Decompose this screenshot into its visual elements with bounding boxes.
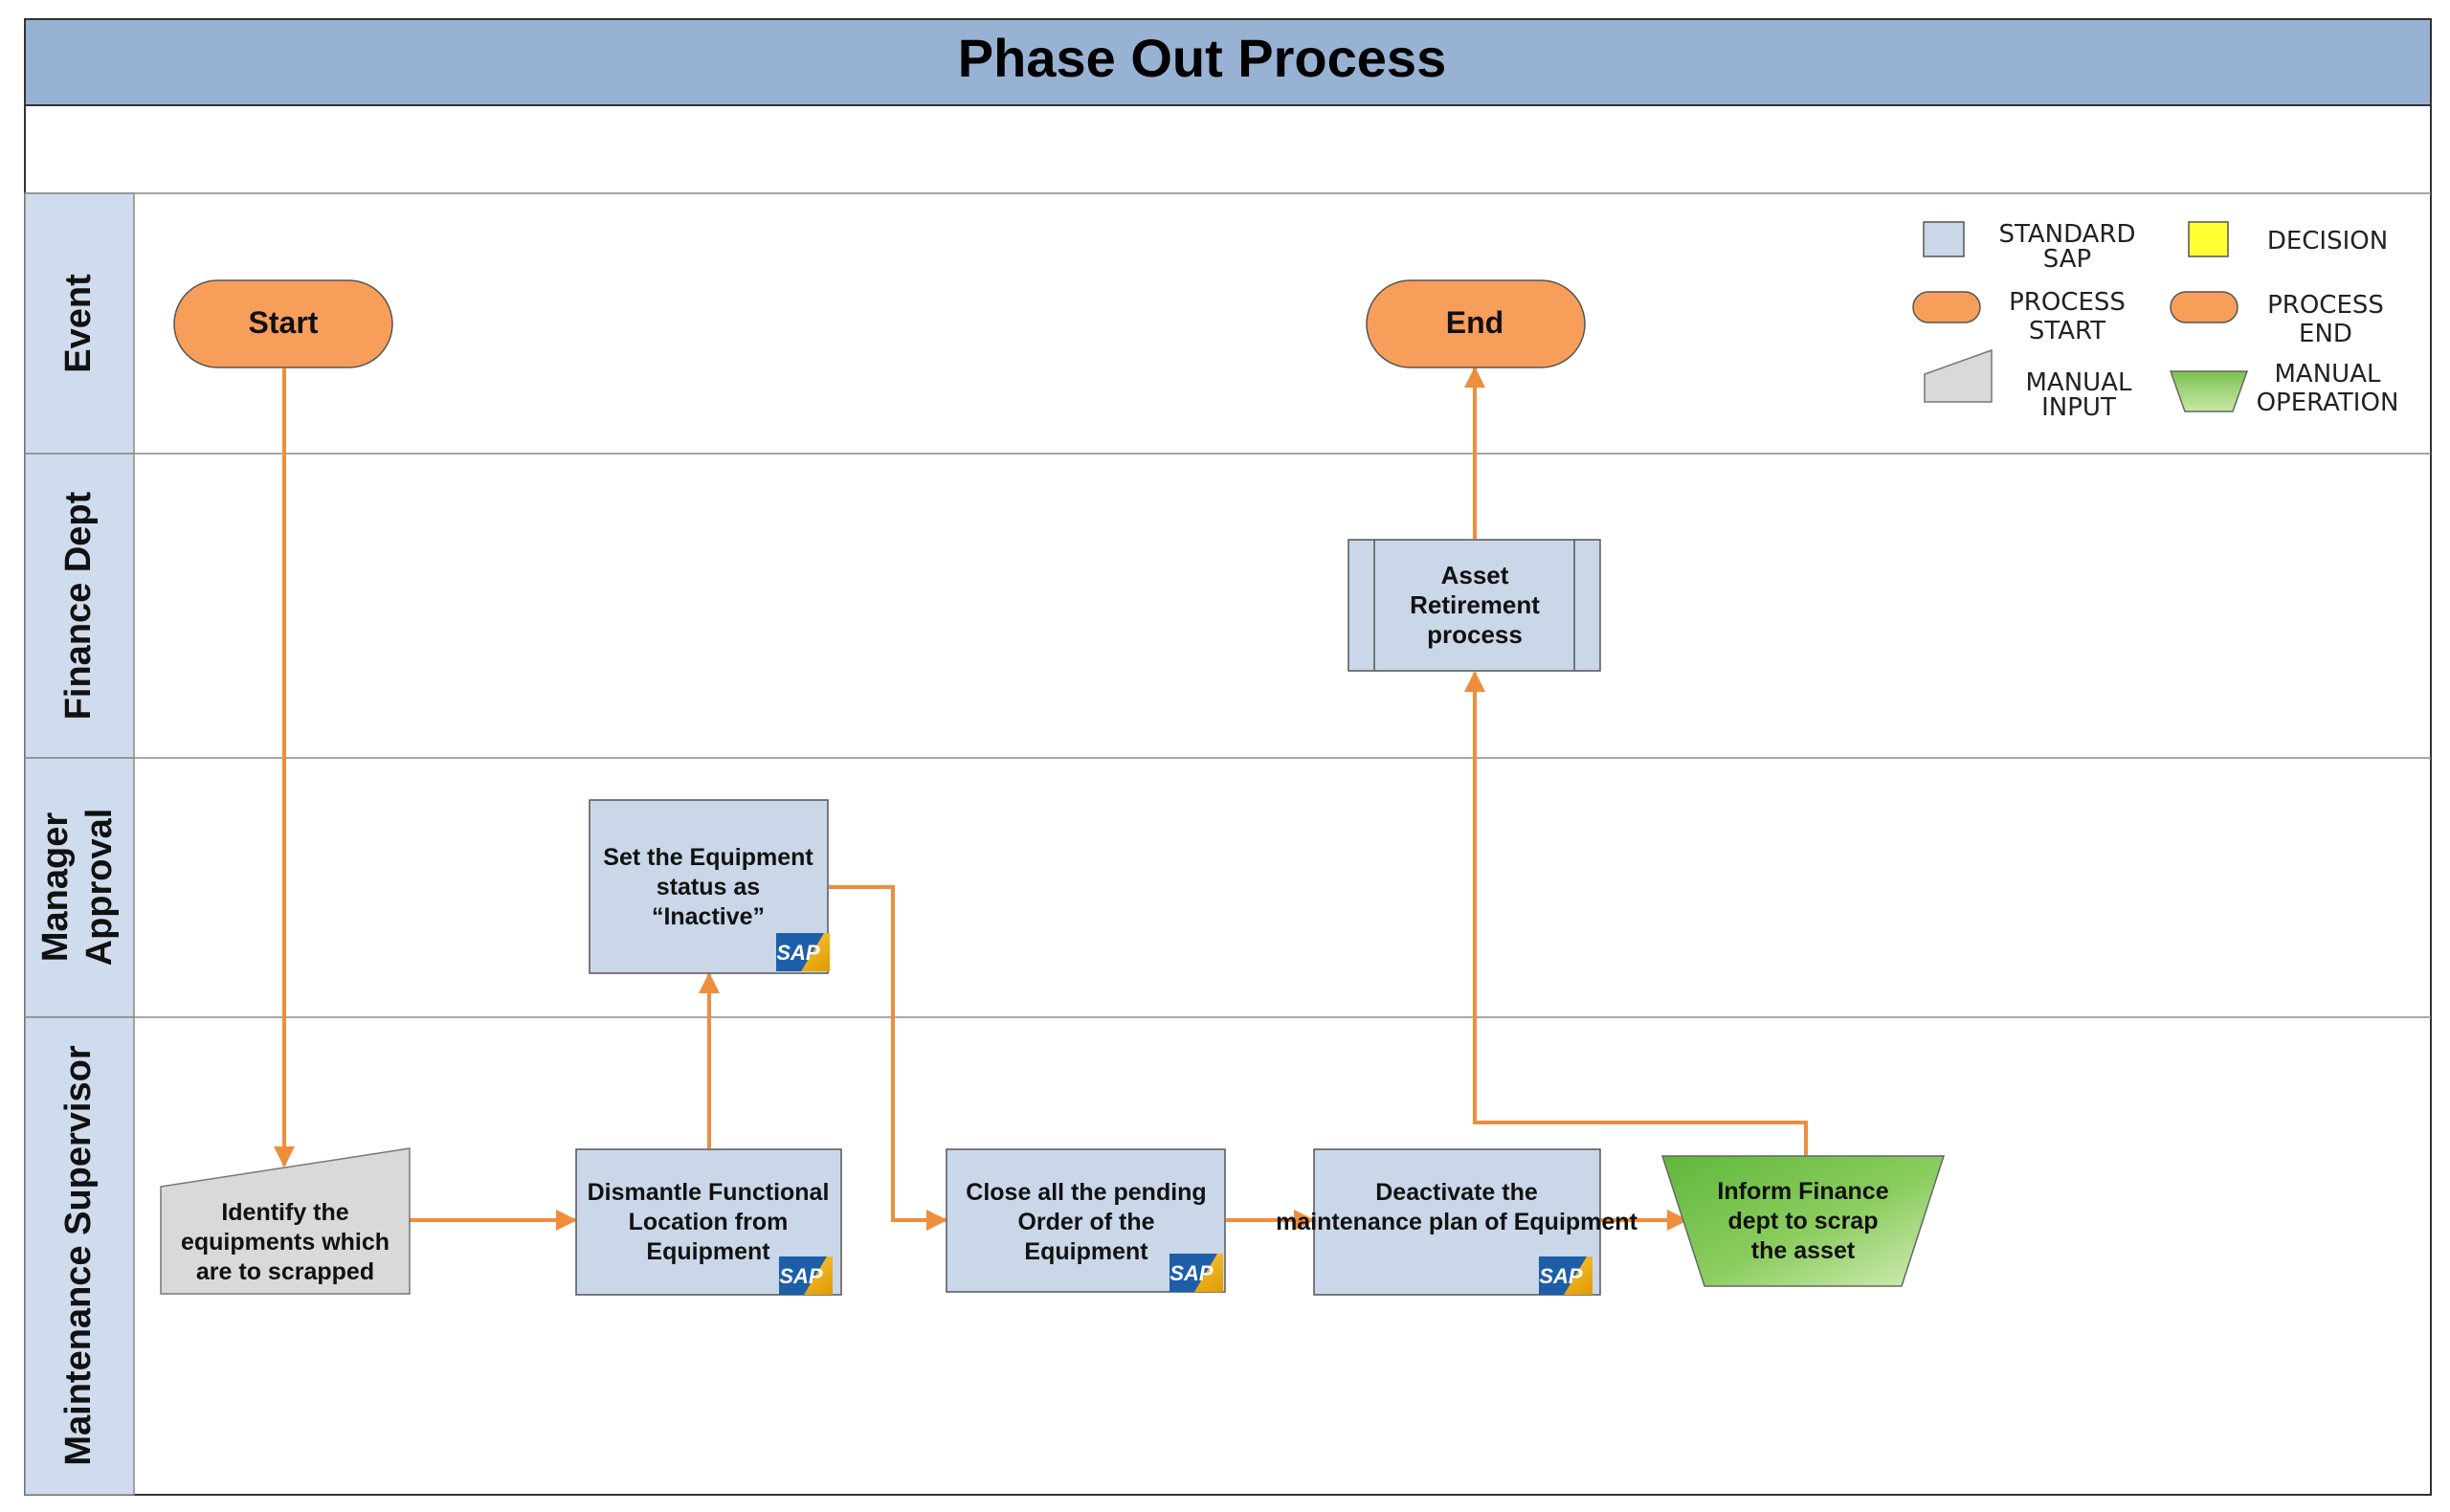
identify-manual-input: [160, 1147, 411, 1295]
end-label: End: [1446, 305, 1503, 340]
end-terminal: [1366, 279, 1586, 368]
legend-manual-operation-swatch: [2169, 370, 2249, 412]
legend-standard-sap-swatch: [1923, 221, 1965, 257]
lane-name-event: Event: [58, 274, 99, 373]
sap-logo-dismantle-text: SAP: [779, 1264, 823, 1288]
start-label: Start: [249, 305, 319, 340]
sap-logo-close: SAP: [1169, 1254, 1223, 1292]
legend-decision-swatch: [2188, 221, 2229, 257]
sap-logo-status-text: SAP: [776, 941, 820, 965]
arrow-status-to-close: [829, 885, 947, 1231]
lane-name-maintenance: Maintenance Supervisor: [58, 1045, 99, 1465]
start-terminal: [173, 279, 393, 368]
sap-logo-close-text: SAP: [1169, 1261, 1214, 1285]
lane-label-maintenance: [24, 1016, 135, 1496]
inform-finance-manual-operation: [1660, 1155, 1946, 1287]
title-bar: [24, 18, 2432, 106]
page-title: Phase Out Process: [958, 28, 1446, 88]
diagram-frame: [24, 18, 2432, 1496]
lane-label-event: [24, 192, 135, 455]
sap-logo-deactivate: SAP: [1539, 1256, 1592, 1295]
legend-process-start-swatch: [1912, 291, 1981, 323]
arrow-inform-to-asset: [1464, 671, 1808, 1156]
lane-name-finance: Finance Dept: [58, 491, 99, 720]
asset-retirement-box: [1348, 539, 1601, 672]
sap-logo-status: SAP: [776, 933, 830, 971]
lane-label-manager: [24, 757, 135, 1018]
legend-decision-label: DECISION: [2267, 227, 2388, 256]
legend-process-end-swatch: [2170, 291, 2238, 323]
legend-manual-input-swatch: [1924, 348, 1993, 403]
sap-logo-deactivate-text: SAP: [1539, 1264, 1583, 1288]
lane-label-finance: [24, 453, 135, 759]
sap-logo-dismantle: SAP: [779, 1256, 833, 1295]
